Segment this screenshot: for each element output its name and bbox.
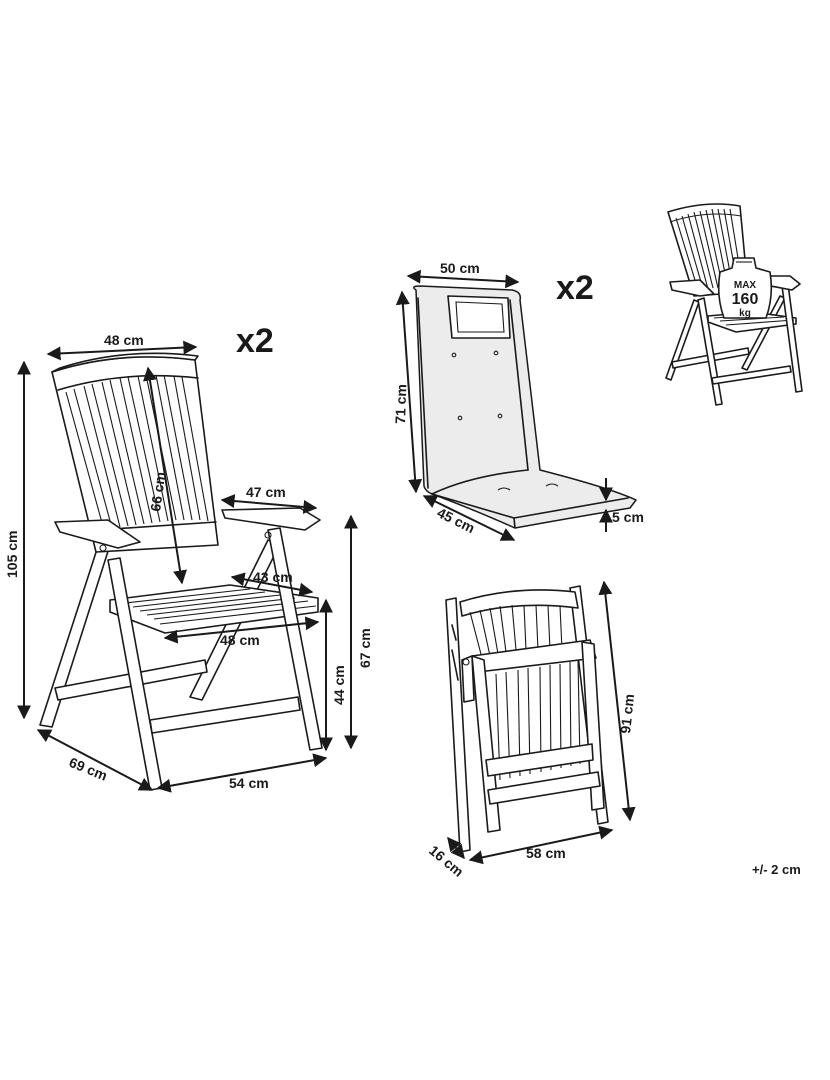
- folded-chair-drawing: [445, 585, 609, 853]
- load-unit-label: kg: [739, 308, 751, 319]
- chair-width-top-label: 48 cm: [104, 332, 144, 348]
- chair-labels: x2 48 cm 66 cm 47 cm 43 cm 48 cm 105 cm …: [4, 322, 373, 791]
- folded-height-label: 91 cm: [617, 693, 637, 734]
- chair-armrest-height-label: 67 cm: [357, 628, 373, 668]
- dim-line-width-top: [46, 340, 198, 361]
- chair-total-height-label: 105 cm: [4, 531, 20, 578]
- dim-line-cushion-width: [406, 269, 520, 289]
- dim-line-folded-height: [598, 580, 636, 822]
- chair-armrest-length-label: 47 cm: [246, 484, 286, 500]
- dim-line-backrest: [143, 366, 187, 585]
- chair-dimensions: [17, 340, 358, 793]
- load-chair-drawing: MAX 160 kg: [665, 203, 803, 406]
- dim-line-folded-thickness: [447, 836, 465, 860]
- cushion-thickness-label: 5 cm: [612, 509, 644, 525]
- cushion-dimensions: [395, 269, 613, 541]
- dim-line-seat-depth: [230, 572, 314, 597]
- chair-seat-depth-label: 43 cm: [253, 569, 293, 585]
- chair-seat-width-label: 48 cm: [220, 632, 260, 648]
- chair-backrest-height-label: 66 cm: [147, 471, 168, 513]
- tolerance-note: +/- 2 cm: [752, 862, 801, 877]
- cushion-quantity-label: x2: [556, 269, 594, 307]
- chair-depth-label: 69 cm: [67, 754, 110, 784]
- load-value-label: 160: [732, 291, 759, 308]
- dim-line-depth: [36, 729, 154, 791]
- chair-seat-height-label: 44 cm: [331, 665, 347, 705]
- dim-line-cushion-depth: [422, 495, 516, 541]
- chair-width-label: 54 cm: [229, 775, 269, 791]
- dim-line-armrest: [220, 494, 318, 514]
- chair-quantity-label: x2: [236, 322, 274, 360]
- folded-width-label: 58 cm: [526, 845, 566, 861]
- cushion-width-label: 50 cm: [440, 260, 480, 276]
- cushion-height-label: 71 cm: [392, 384, 409, 424]
- dim-line-folded-width: [468, 825, 614, 865]
- dim-line-width: [156, 753, 328, 793]
- dim-line-seat-width: [163, 616, 320, 644]
- load-max-label: MAX: [734, 280, 757, 291]
- cushion-drawing: [413, 285, 637, 529]
- dim-line-cushion-height: [395, 290, 423, 494]
- folded-dimensions: [447, 580, 636, 865]
